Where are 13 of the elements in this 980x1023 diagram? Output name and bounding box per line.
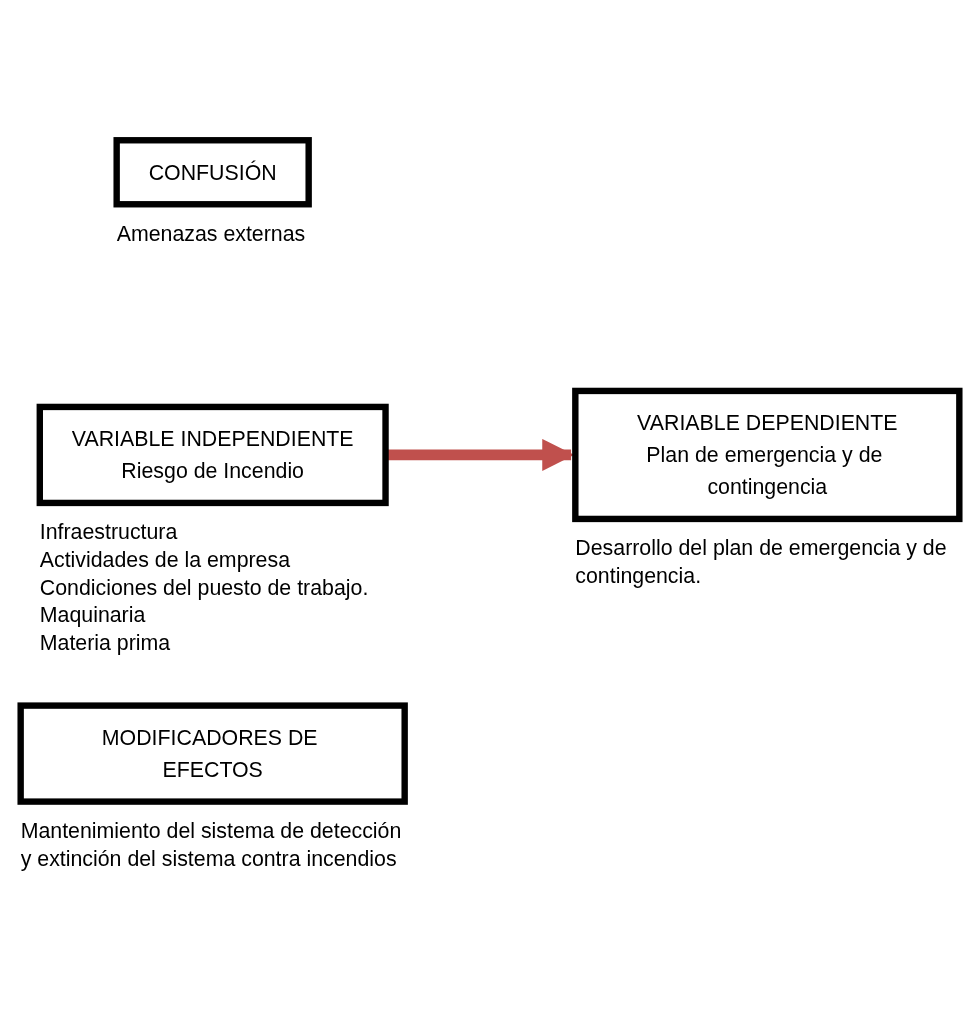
node-box: MODIFICADORES DE EFECTOS: [17, 701, 408, 805]
node-box: CONFUSIÓN: [113, 136, 312, 207]
node-box: VARIABLE DEPENDIENTE Plan de emergencia y de contingencia: [572, 387, 963, 522]
node-caption: Desarrollo del plan de emergencia y de contingencia.: [575, 534, 948, 589]
node-box: VARIABLE INDEPENDIENTE Riesgo de Incendio: [36, 403, 389, 506]
node-label: Maquinaria: [39, 602, 146, 627]
node-caption: Mantenimiento del sistema de detección y extinción del sistema contra incendios: [20, 817, 403, 872]
node-caption: Infraestructura Actividades de la empresa Condiciones del puesto de trabajo. Maquinaria Materia prima: [39, 518, 369, 657]
node-label: Materia prima: [39, 630, 171, 654]
node-label: Condiciones del puesto de trabajo.: [39, 574, 369, 599]
node-label: Infraestructura: [39, 519, 178, 543]
node-label: Actividades de la empresa: [39, 547, 290, 571]
node-caption: Amenazas externas: [116, 219, 306, 247]
